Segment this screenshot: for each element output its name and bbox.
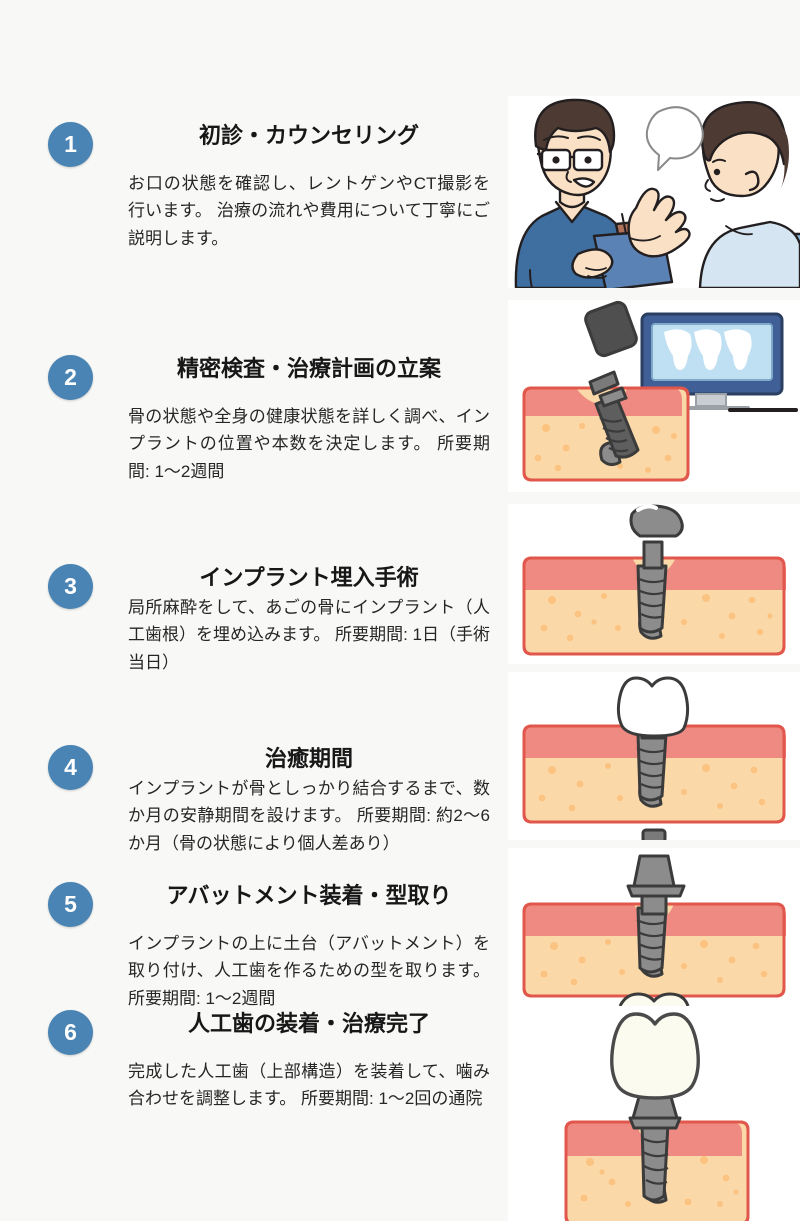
step-content-4: 治癒期間 インプラントが骨としっかり結合するまで、数か月の安静期間を設けます。 …	[128, 745, 490, 857]
step-title-2: 精密検査・治療計画の立案	[176, 356, 441, 381]
step-number-badge-2: 2	[48, 355, 93, 400]
step-description-4: インプラントが骨としっかり結合するまで、数か月の安静期間を設けます。 所要期間:…	[128, 778, 490, 853]
abutment-illustration	[508, 848, 800, 1012]
step-content-3: インプラント埋入手術 局所麻酔をして、あごの骨にインプラント（人工歯根）を埋め込…	[128, 564, 490, 676]
step-description-6: 完成した人工歯（上部構造）を装着して、噛み合わせを調整します。 所要期間: 1〜…	[128, 1061, 490, 1109]
step-number-badge-1: 1	[48, 122, 93, 167]
step-content-1: 初診・カウンセリング お口の状態を確認し、レントゲンやCT撮影を行います。 治療…	[128, 122, 490, 252]
step-content-6: 人工歯の装着・治療完了 完成した人工歯（上部構造）を装着して、噛み合わせを調整し…	[128, 1010, 490, 1113]
step-description-3: 局所麻酔をして、あごの骨にインプラント（人工歯根）を埋め込みます。 所要期間: …	[128, 597, 490, 672]
step-description-1: お口の状態を確認し、レントゲンやCT撮影を行います。 治療の流れや費用について丁…	[128, 173, 490, 248]
step-title-4: 治癒期間	[264, 746, 353, 771]
illustration-column	[508, 0, 800, 1221]
step-title-3: インプラント埋入手術	[199, 565, 419, 590]
steps-list: 1 初診・カウンセリング お口の状態を確認し、レントゲンやCT撮影を行います。 …	[48, 122, 490, 1113]
implant-placement-illustration	[508, 504, 800, 664]
step-title-1: 初診・カウンセリング	[198, 123, 419, 148]
step-content-5: アバットメント装着・型取り インプラントの上に土台（アバットメント）を取り付け、…	[128, 882, 490, 1012]
step-description-5: インプラントの上に土台（アバットメント）を取り付け、人工歯を作るための型を取りま…	[128, 933, 490, 1008]
step-title-5: アバットメント装着・型取り	[166, 883, 452, 908]
step-number-badge-3: 3	[48, 564, 93, 609]
step-title-6: 人工歯の装着・治療完了	[187, 1011, 430, 1036]
final-crown-illustration	[508, 1006, 800, 1221]
step-number-badge-5: 5	[48, 882, 93, 927]
consultation-illustration	[508, 96, 800, 288]
step-content-2: 精密検査・治療計画の立案 骨の状態や全身の健康状態を詳しく調べ、インプラントの位…	[128, 355, 490, 485]
ct-drilling-illustration	[508, 300, 800, 492]
healing-crown-illustration	[508, 672, 800, 840]
step-number-badge-4: 4	[48, 745, 93, 790]
step-number-badge-6: 6	[48, 1010, 93, 1055]
step-description-2: 骨の状態や全身の健康状態を詳しく調べ、インプラントの位置や本数を決定します。 所…	[128, 406, 490, 481]
